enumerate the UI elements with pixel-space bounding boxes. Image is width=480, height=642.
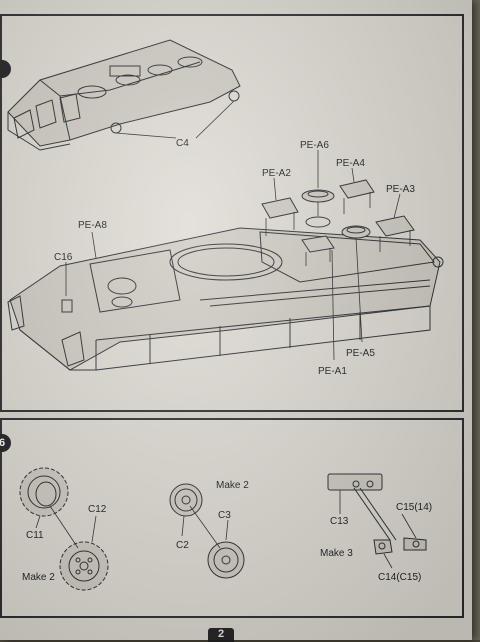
part-label-c12: C12	[88, 504, 107, 515]
part-label-pe-a5: PE-A5	[346, 348, 375, 359]
page-number: 2	[208, 628, 234, 642]
part-label-c15: C15(14)	[396, 502, 432, 513]
drive-sprocket-illustration	[19, 467, 109, 591]
part-label-pe-a8: PE-A8	[78, 220, 107, 231]
part-label-pe-a2: PE-A2	[262, 168, 291, 179]
quantity-note: Make 3	[320, 548, 353, 559]
part-label-c16: C16	[54, 252, 73, 263]
suspension-arm-illustration	[327, 473, 427, 569]
part-label-c3: C3	[218, 510, 231, 521]
rear-deck-illustration: C4	[7, 39, 241, 151]
step-number-badge	[0, 60, 11, 78]
upper-hull-illustration	[7, 227, 444, 371]
road-wheel-illustration	[169, 483, 245, 579]
part-label-c4: C4	[176, 138, 189, 149]
part-label-pe-a6: PE-A6	[300, 140, 329, 151]
part-label-c13: C13	[330, 516, 349, 527]
step-number-badge: 6	[0, 434, 11, 452]
part-label-pe-a1: PE-A1	[318, 366, 347, 377]
part-label-pe-a3: PE-A3	[386, 184, 415, 195]
part-label-c14: C14(C15)	[378, 572, 421, 583]
quantity-note: Make 2	[216, 480, 249, 491]
quantity-note: Make 2	[22, 572, 55, 583]
part-label-c2: C2	[176, 540, 189, 551]
part-label-c11: C11	[26, 530, 44, 541]
photo-etch-grilles	[65, 150, 415, 361]
part-label-pe-a4: PE-A4	[336, 158, 365, 169]
